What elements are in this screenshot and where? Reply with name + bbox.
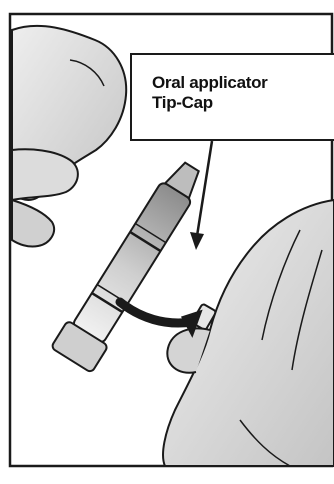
callout-label: Oral applicator Tip-Cap <box>152 73 268 113</box>
oral-applicator <box>51 161 200 373</box>
callout-line-1: Oral applicator <box>152 73 268 92</box>
right-hand <box>162 198 334 467</box>
callout-box: Oral applicator Tip-Cap <box>130 53 334 141</box>
callout-line-2: Tip-Cap <box>152 93 213 112</box>
left-hand <box>11 24 128 248</box>
arrow-icon <box>190 140 214 250</box>
curved-arrow-icon <box>115 297 203 338</box>
